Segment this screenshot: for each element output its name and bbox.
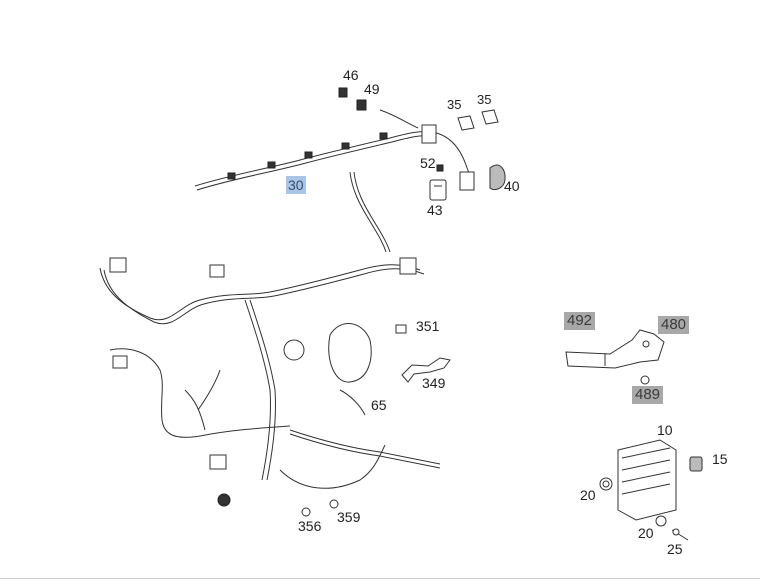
part-52[interactable] (436, 164, 444, 172)
bracket-assembly[interactable] (565, 329, 665, 385)
part-15[interactable] (689, 456, 703, 472)
label-35-right[interactable]: 35 (477, 92, 492, 107)
label-359[interactable]: 359 (337, 509, 361, 525)
label-480[interactable]: 480 (658, 316, 690, 334)
part-349-bracket[interactable] (401, 357, 451, 383)
gasket-35-right[interactable] (481, 109, 499, 125)
part-43[interactable] (429, 179, 447, 201)
label-489[interactable]: 489 (632, 386, 664, 404)
connector-49[interactable] (356, 99, 367, 111)
label-52[interactable]: 52 (420, 155, 436, 171)
label-35-left[interactable]: 35 (447, 97, 462, 112)
label-46[interactable]: 46 (343, 67, 359, 83)
part-20-upper[interactable] (599, 477, 613, 491)
control-unit-10[interactable] (617, 439, 677, 521)
label-492[interactable]: 492 (564, 312, 596, 330)
label-25[interactable]: 25 (667, 541, 683, 557)
label-20-upper[interactable]: 20 (580, 487, 596, 503)
label-65[interactable]: 65 (371, 397, 387, 413)
label-30[interactable]: 30 (286, 176, 306, 194)
label-43[interactable]: 43 (427, 202, 443, 218)
connector-46[interactable] (338, 87, 348, 98)
gasket-35-left[interactable] (457, 115, 475, 131)
label-20-lower[interactable]: 20 (638, 525, 654, 541)
part-356[interactable] (301, 507, 311, 517)
part-20-lower[interactable] (655, 515, 667, 527)
part-359[interactable] (329, 499, 339, 509)
label-15[interactable]: 15 (712, 451, 728, 467)
bottom-divider (0, 578, 760, 579)
part-65-cover[interactable] (328, 323, 372, 416)
part-25-bolt[interactable] (671, 528, 689, 541)
main-wiring-harness[interactable] (99, 257, 441, 507)
label-40[interactable]: 40 (504, 178, 520, 194)
part-351[interactable] (395, 324, 407, 334)
label-49[interactable]: 49 (364, 81, 380, 97)
label-351[interactable]: 351 (416, 318, 440, 334)
label-10[interactable]: 10 (657, 422, 673, 438)
label-349[interactable]: 349 (422, 375, 446, 391)
label-356[interactable]: 356 (298, 518, 322, 534)
upper-wiring-harness[interactable] (194, 109, 475, 253)
part-40[interactable] (489, 164, 506, 191)
